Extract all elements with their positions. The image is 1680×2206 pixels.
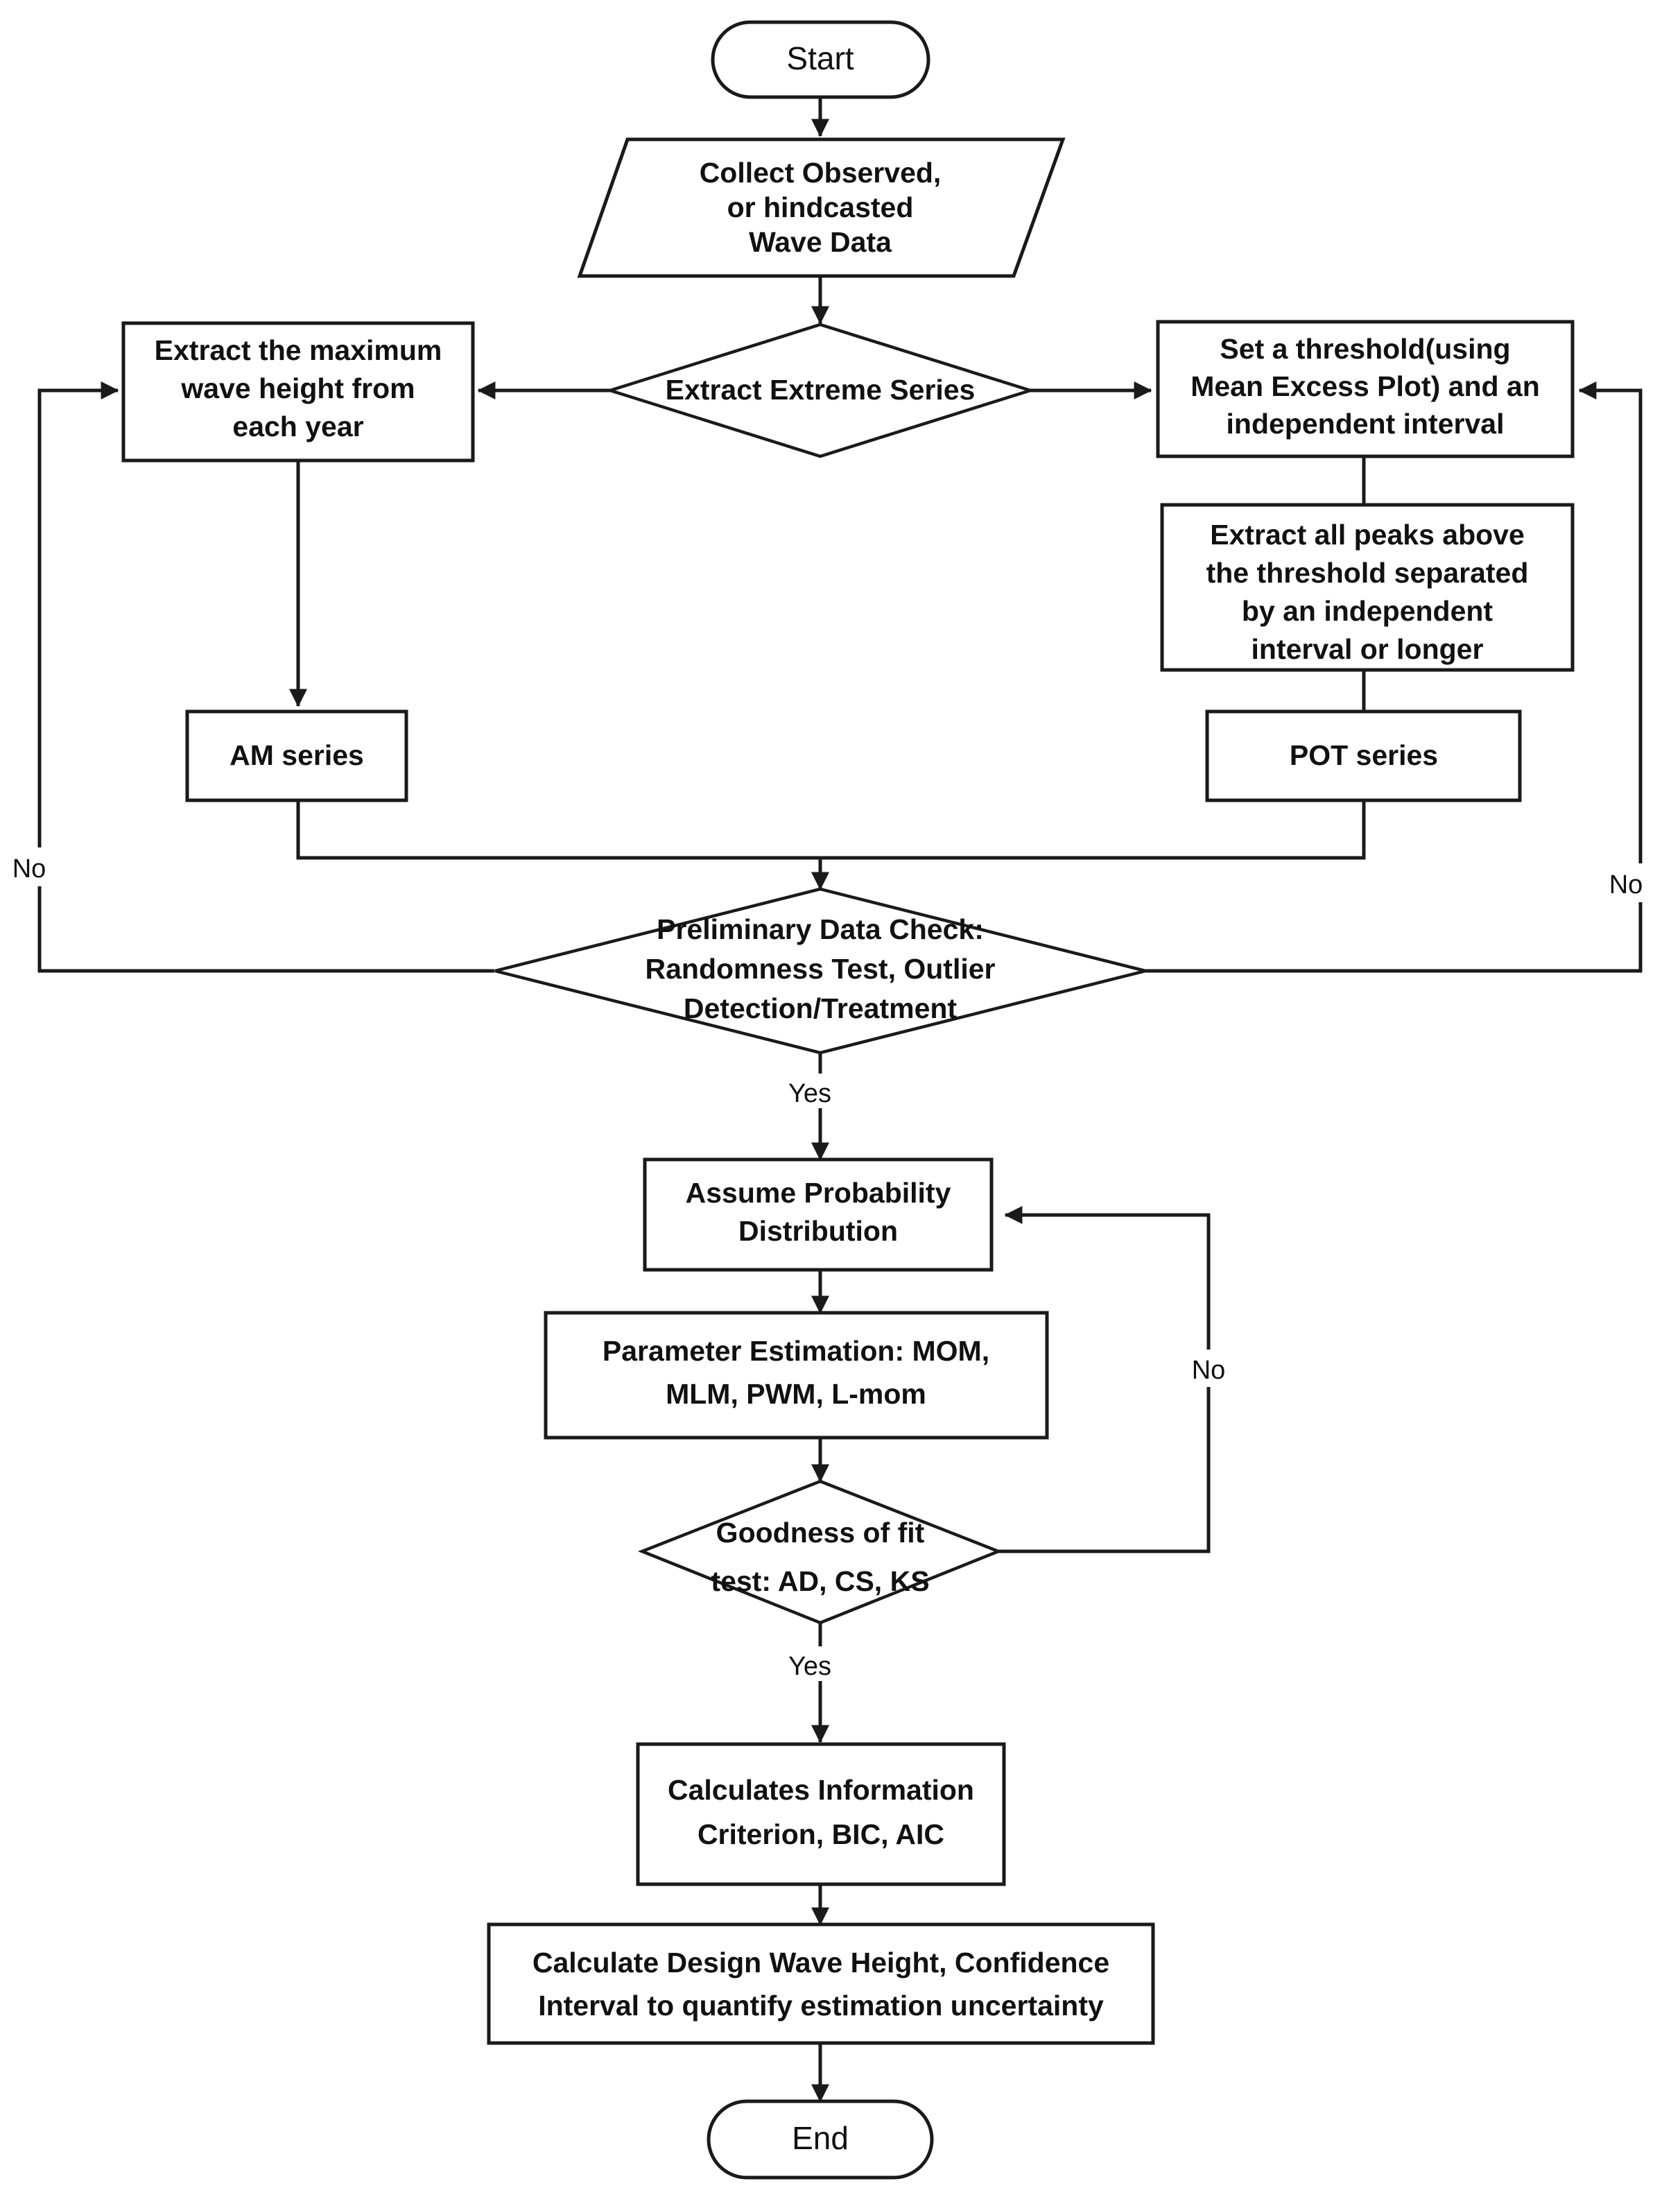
edge-label-bg-gof-yes <box>781 1646 840 1681</box>
node-assume-distribution-line1: Assume Probability <box>686 1177 951 1209</box>
edge-label-bg-right-no <box>1616 863 1670 902</box>
node-set-threshold-line1: Set a threshold(using <box>1220 333 1510 365</box>
node-extract-peaks[interactable] <box>1160 503 1575 672</box>
node-design-wave-line2: Interval to quantify estimation uncertai… <box>538 1990 1104 2022</box>
node-param-estimation[interactable] <box>544 1311 1049 1440</box>
node-am-series-label: AM series <box>230 739 364 771</box>
edge-label-bg-left-no <box>15 847 67 886</box>
edge-label-gof-no: No <box>1192 1356 1226 1385</box>
edge-label-prelim-yes: Yes <box>788 1079 831 1108</box>
node-prelim-check-line1: Preliminary Data Check: <box>657 913 984 945</box>
node-assume-distribution[interactable] <box>643 1157 994 1272</box>
node-assume-distribution-line2: Distribution <box>738 1215 898 1247</box>
edge-label-prelim-no-left: No <box>12 854 46 884</box>
node-pot-series[interactable] <box>1205 709 1522 802</box>
node-collect-data-line3: Wave Data <box>749 226 892 258</box>
node-collect-data-line1: Collect Observed, <box>700 157 942 189</box>
node-info-criterion-line1: Calculates Information <box>668 1774 974 1806</box>
node-param-estimation-line2: MLM, PWM, L-mom <box>666 1378 926 1410</box>
connector-am-to-prelim <box>296 800 820 860</box>
node-prelim-check-line3: Detection/Treatment <box>684 992 957 1024</box>
node-end-label: End <box>792 2120 849 2156</box>
node-extract-extreme-series[interactable] <box>605 322 1036 458</box>
node-prelim-check[interactable] <box>494 887 1146 1055</box>
node-annual-max[interactable] <box>121 321 475 463</box>
node-param-estimation-line1: Parameter Estimation: MOM, <box>603 1335 989 1367</box>
node-goodness-of-fit[interactable] <box>637 1479 1003 1625</box>
node-extract-peaks-line1: Extract all peaks above <box>1210 519 1525 551</box>
node-extract-extreme-series-label: Extract Extreme Series <box>666 374 976 406</box>
node-set-threshold-line2: Mean Excess Plot) and an <box>1190 370 1540 402</box>
node-am-series[interactable] <box>185 709 408 802</box>
node-extract-peaks-line4: interval or longer <box>1252 633 1484 665</box>
node-info-criterion[interactable] <box>636 1742 1006 1886</box>
node-goodness-of-fit-line1: Goodness of fit <box>716 1517 925 1549</box>
node-extract-peaks-line3: by an independent <box>1242 595 1493 627</box>
node-set-threshold[interactable] <box>1156 320 1575 458</box>
connector-prelim-no-left <box>37 381 494 973</box>
node-design-wave-line1: Calculate Design Wave Height, Confidence <box>532 1947 1109 1979</box>
connector-pot-to-prelim <box>820 800 1366 860</box>
node-set-threshold-line3: independent interval <box>1227 408 1505 440</box>
connector-prelim-no-right <box>1145 381 1643 973</box>
node-annual-max-line3: each year <box>232 411 363 442</box>
node-info-criterion-line2: Criterion, BIC, AIC <box>698 1818 944 1850</box>
edge-label-bg-prelim-yes <box>781 1074 840 1108</box>
node-design-wave[interactable] <box>487 1922 1155 2045</box>
node-pot-series-label: POT series <box>1290 739 1438 771</box>
edge-label-gof-yes: Yes <box>788 1652 831 1681</box>
node-collect-data[interactable] <box>577 137 1066 278</box>
node-annual-max-line2: wave height from <box>180 372 415 404</box>
node-extract-peaks-line2: the threshold separated <box>1206 557 1529 589</box>
node-prelim-check-line2: Randomness Test, Outlier <box>645 953 995 985</box>
node-annual-max-line1: Extract the maximum <box>155 334 442 366</box>
node-start[interactable] <box>711 20 930 99</box>
node-goodness-of-fit-line2: test: AD, CS, KS <box>711 1565 929 1597</box>
node-end[interactable] <box>707 2099 934 2180</box>
node-collect-data-line2: or hindcasted <box>727 191 914 223</box>
edge-label-bg-gof-no <box>1179 1350 1237 1387</box>
node-start-label: Start <box>786 40 854 76</box>
edge-label-prelim-no-right: No <box>1609 870 1643 899</box>
